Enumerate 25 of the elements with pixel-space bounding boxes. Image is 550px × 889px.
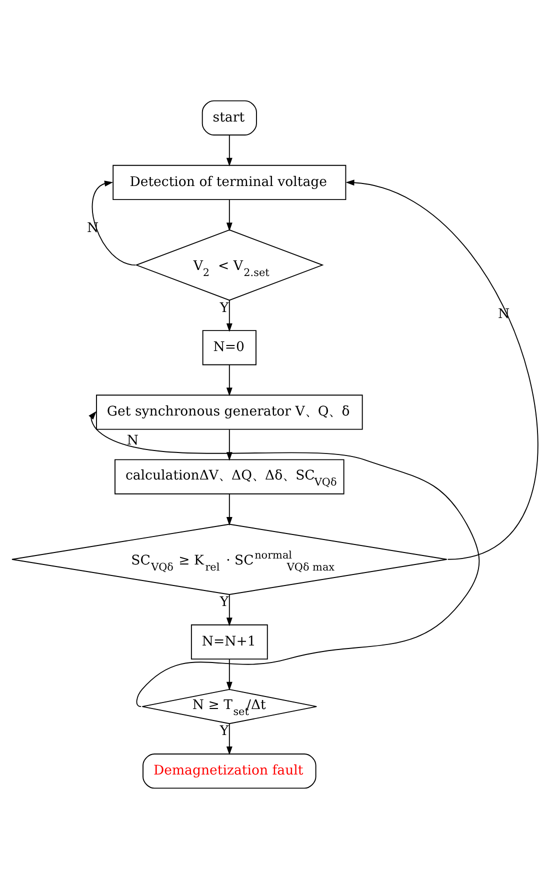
arrow [226,658,232,690]
node-box: calculationΔV、ΔQ、Δδ、SC$_{VQδ}$ [114,459,344,494]
arrow [226,594,232,626]
edge-label: N [126,434,138,449]
node-box: N=0 [202,330,256,366]
node-diamond: V$_{2}$ < V$_{2.set}$ [135,229,324,301]
node-box: start [202,100,257,136]
arrow [226,364,232,396]
edge-label: Y [220,724,229,740]
arrow [226,134,232,166]
node-box: Get synchronous generator V、Q、δ [96,394,363,430]
arrow [226,199,232,232]
arrow [226,723,232,756]
node-diamond: N ≥ T$_{set}$/Δt [142,688,318,724]
arrow [226,494,232,526]
arrow [88,411,480,708]
node-box: Demagnetization fault [142,754,316,789]
arrow [92,180,136,266]
arrow [346,180,538,560]
edge-label: Y [220,595,229,610]
arrow [226,429,232,461]
node-box: Detection of terminal voltage [112,164,346,200]
edge-label: Y [220,300,229,316]
arrow [226,300,232,332]
node-box: N=N+1 [190,624,268,660]
